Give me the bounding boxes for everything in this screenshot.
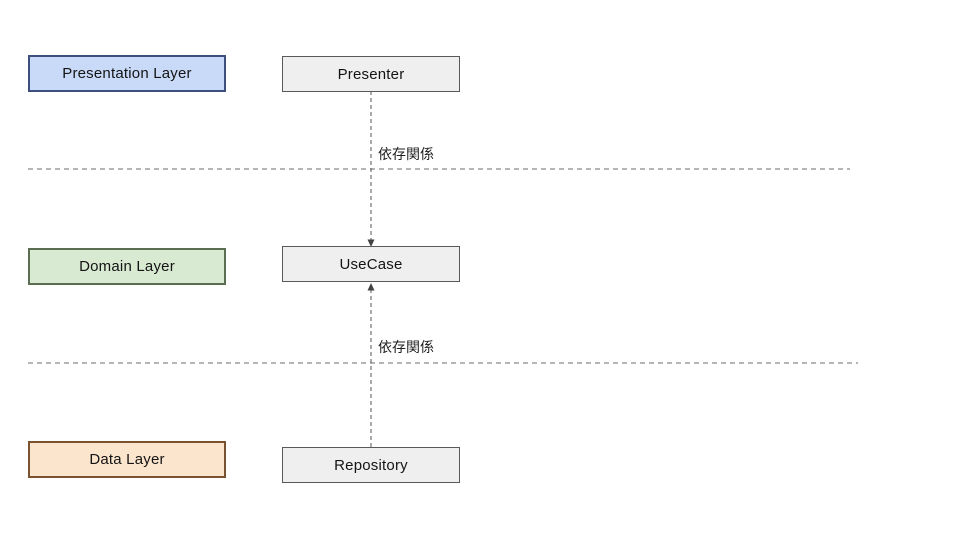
presentation-layer-box: Presentation Layer (28, 55, 226, 92)
presenter-component-label: Presenter (337, 65, 405, 83)
domain-layer-box: Domain Layer (28, 248, 226, 285)
dependency-label-presenter-usecase: 依存関係 (378, 146, 434, 162)
arrowhead-up-icon (367, 283, 375, 291)
presentation-layer-label: Presentation Layer (62, 65, 192, 82)
domain-layer-label: Domain Layer (79, 258, 175, 275)
data-layer-box: Data Layer (28, 441, 226, 478)
presenter-component-box: Presenter (282, 56, 460, 92)
repository-component-box: Repository (282, 447, 460, 483)
dependency-label-repository-usecase: 依存関係 (378, 339, 434, 355)
repository-component-label: Repository (334, 456, 408, 474)
usecase-component-box: UseCase (282, 246, 460, 282)
usecase-component-label: UseCase (339, 255, 403, 273)
data-layer-label: Data Layer (89, 451, 165, 468)
